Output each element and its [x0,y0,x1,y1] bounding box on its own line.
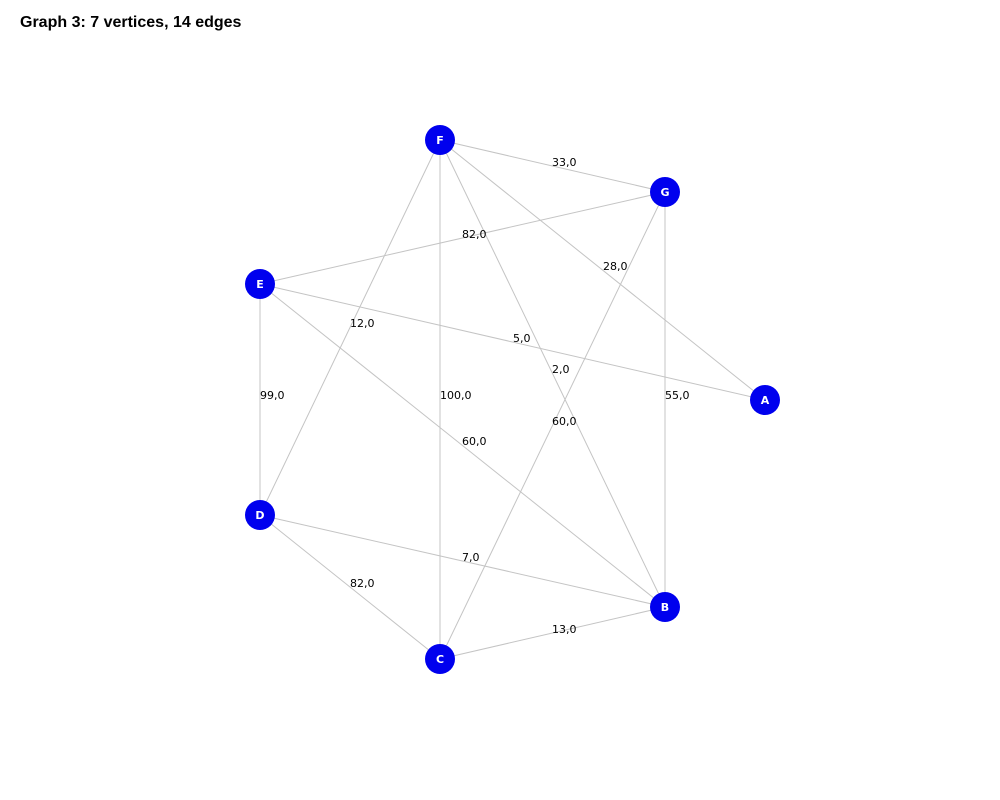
vertex-label-A: A [761,394,770,407]
vertex-node-G[interactable] [650,177,680,207]
edge-weight-label-F-C: 100,0 [440,389,472,402]
edges-layer [259,139,766,660]
edge-E-G [259,191,666,285]
edge-weight-label-F-A: 28,0 [603,260,628,273]
vertex-label-G: G [660,186,669,199]
vertex-E[interactable]: E [245,269,275,299]
vertex-F[interactable]: F [425,125,455,155]
edge-weight-label-D-C: 82,0 [350,577,375,590]
edge-weight-label-F-D: 12,0 [350,317,375,330]
vertex-label-F: F [436,134,444,147]
edge-weight-label-E-G: 82,0 [462,228,487,241]
vertex-node-A[interactable] [750,385,780,415]
edge-F-G [439,139,666,193]
vertex-label-C: C [436,653,444,666]
edge-weight-label-E-D: 99,0 [260,389,285,402]
edge-F-B [439,139,666,608]
edge-weight-label-D-B: 7,0 [462,551,480,564]
vertex-node-D[interactable] [245,500,275,530]
edge-weight-label-E-A: 5,0 [513,332,531,345]
vertex-G[interactable]: G [650,177,680,207]
edge-weight-label-C-B: 13,0 [552,623,577,636]
vertex-label-E: E [256,278,264,291]
edge-C-B [439,606,666,660]
edge-F-D [259,139,441,516]
edge-labels-layer: 33,0 82,0 28,0 12,0 5,0 2,0 99,0 100,0 55,0 60,0 6… [260,156,690,636]
edge-D-C [259,514,441,660]
graph-title: Graph 3: 7 vertices, 14 edges [20,14,242,31]
vertex-node-C[interactable] [425,644,455,674]
edge-D-B [259,514,666,608]
vertex-B[interactable]: B [650,592,680,622]
edge-weight-label-F-G: 33,0 [552,156,577,169]
edge-G-C [439,191,666,660]
vertex-node-E[interactable] [245,269,275,299]
vertex-C[interactable]: C [425,644,455,674]
vertices-layer: A B C D E F G [245,125,780,674]
edge-E-A [259,283,766,401]
vertex-label-D: D [255,509,264,522]
vertex-A[interactable]: A [750,385,780,415]
edge-E-B [259,283,666,608]
edge-weight-label-G-B: 55,0 [665,389,690,402]
edge-F-A [439,139,766,401]
edge-weight-label-F-B: 2,0 [552,363,570,376]
vertex-node-F[interactable] [425,125,455,155]
vertex-label-B: B [661,601,669,614]
vertex-D[interactable]: D [245,500,275,530]
vertex-node-B[interactable] [650,592,680,622]
edge-weight-label-E-B: 60,0 [462,435,487,448]
edge-weight-label-G-C: 60,0 [552,415,577,428]
